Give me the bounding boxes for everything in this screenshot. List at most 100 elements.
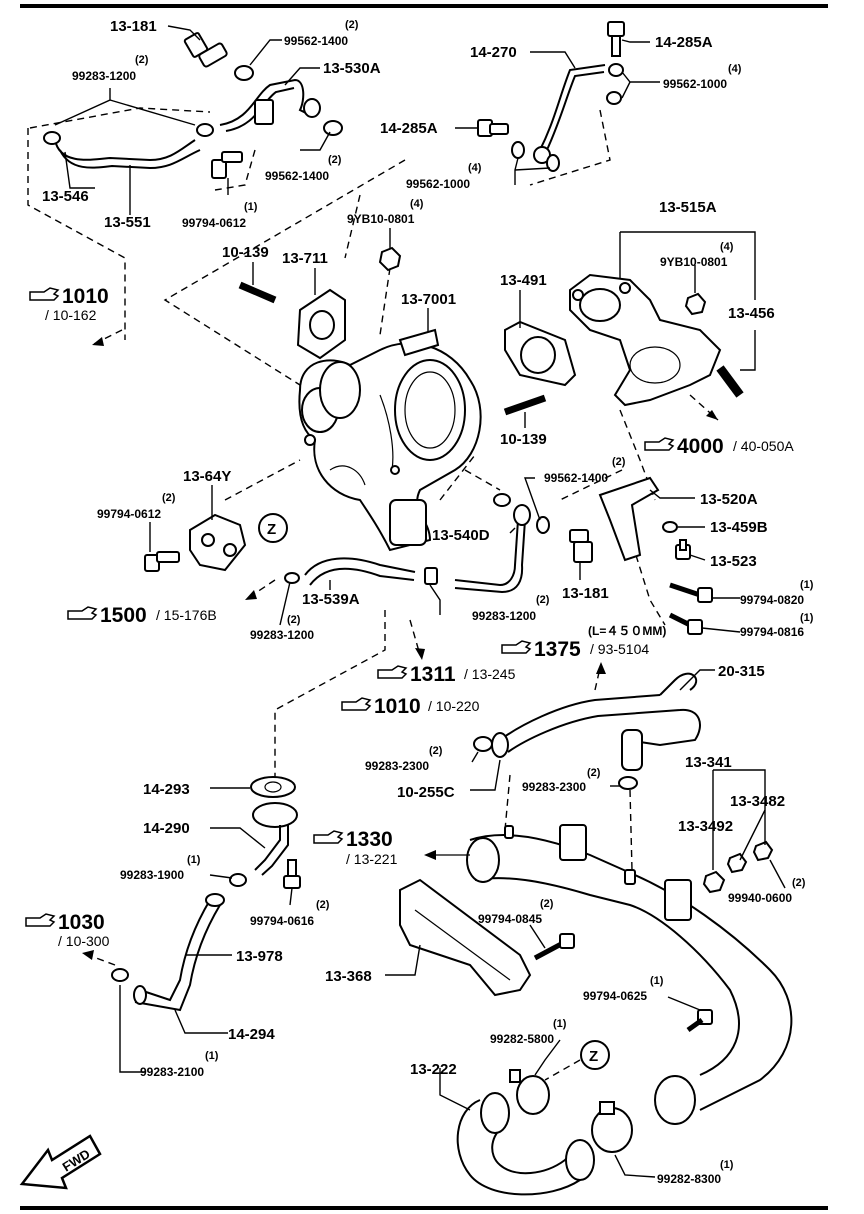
- qty-99283-1200-top: (2): [135, 54, 149, 66]
- label-99562-1000-mid: 99562-1000: [406, 177, 470, 191]
- ref-1010-top-num: 1010: [62, 285, 109, 308]
- label-99283-1200-left: 99283-1200: [250, 628, 314, 642]
- nut-9yb10-0801-left: [378, 246, 402, 272]
- ref-1030[interactable]: 1030 / 10-300: [25, 911, 110, 949]
- ref-1375-sub: / 93-5104: [590, 641, 649, 657]
- ref-1030-sub: / 10-300: [58, 933, 110, 949]
- bolt-13-181-top: [183, 32, 228, 68]
- zone-line-b: [544, 1059, 581, 1081]
- pointing-hand-icon: [313, 830, 344, 844]
- bolt-13-181-mid: [569, 529, 593, 563]
- ref-4000-sub: / 40-050A: [733, 438, 794, 454]
- label-14-290: 14-290: [143, 820, 190, 837]
- label-99282-8300: 99282-8300: [657, 1172, 721, 1186]
- ref-1010-mid[interactable]: 1010 / 10-220: [341, 695, 480, 718]
- label-99794-0820: 99794-0820: [740, 593, 804, 607]
- bolt-99794-0816: [668, 612, 703, 635]
- ref-4000[interactable]: 4000 / 40-050A: [644, 435, 794, 458]
- pointing-hand-icon: [377, 665, 408, 679]
- qty-99794-0820: (1): [800, 579, 814, 591]
- label-99794-0612-left: 99794-0612: [97, 507, 161, 521]
- washer-99562-1400-mid: [323, 120, 343, 136]
- label-13-515a: 13-515A: [659, 199, 717, 216]
- label-13-520a: 13-520A: [700, 491, 758, 508]
- label-14-294: 14-294: [228, 1026, 275, 1043]
- exhaust-elbow-13-515a: [569, 273, 722, 407]
- hose-13-222: [456, 1092, 595, 1196]
- ref-1375[interactable]: 1375 / 93-5104: [501, 638, 649, 661]
- pipe-13-540d: [454, 504, 531, 594]
- washer-13-459b: [662, 521, 678, 533]
- stud-13-456: [716, 365, 744, 398]
- label-13-368: 13-368: [325, 968, 372, 985]
- qty-99562-1400-top: (2): [345, 19, 359, 31]
- label-13-456: 13-456: [728, 305, 775, 322]
- ref-1500-sub: / 15-176B: [156, 607, 217, 623]
- label-99562-1400-top: 99562-1400: [284, 34, 348, 48]
- label-99562-1400-right: 99562-1400: [544, 471, 608, 485]
- label-99794-0625: 99794-0625: [583, 989, 647, 1003]
- qty-9yb10-0801-right: (4): [720, 241, 734, 253]
- qty-99283-2300-left: (2): [429, 745, 443, 757]
- label-13-459b: 13-459B: [710, 519, 768, 536]
- qty-9yb10-0801-left: (4): [410, 198, 424, 210]
- label-99562-1400-mid: 99562-1400: [265, 169, 329, 183]
- bolt-99794-0612-left: [144, 551, 180, 572]
- label-99794-0845: 99794-0845: [478, 912, 542, 926]
- qty-99562-1000-mid: (4): [468, 162, 482, 174]
- bracket-13-7001: [398, 328, 440, 357]
- clamp-99282-5800: [509, 1069, 550, 1115]
- bracket-13-520a: [598, 476, 660, 562]
- qty-99562-1400-right: (2): [612, 456, 626, 468]
- ref-1311[interactable]: 1311 / 13-245: [377, 663, 516, 686]
- label-99283-1200-top: 99283-1200: [72, 69, 136, 83]
- ref-4000-num: 4000: [677, 435, 724, 458]
- pointing-hand-icon: [67, 606, 98, 620]
- intercooler-pipe-13-341: [466, 824, 793, 1125]
- gasket-14-293: [250, 776, 296, 798]
- zone-circle-b: [580, 1040, 610, 1070]
- ref-1311-num: 1311: [410, 663, 456, 686]
- washer-99562-1000-mid-b: [546, 154, 560, 172]
- banjo-bolt-end: [303, 98, 321, 118]
- ref-1010-top-sub: / 10-162: [45, 307, 97, 323]
- qty-99794-0816: (1): [800, 612, 814, 624]
- label-99283-1200-mid: 99283-1200: [472, 609, 536, 623]
- qty-99940-0600: (2): [792, 877, 806, 889]
- label-13-7001: 13-7001: [401, 291, 456, 308]
- ref-1500[interactable]: 1500 / 15-176B: [67, 604, 217, 627]
- clamp-99283-2100: [111, 968, 129, 982]
- ref-1330[interactable]: 1330 / 13-221: [313, 828, 398, 867]
- length-note: (L=４５０MM): [588, 624, 666, 638]
- nut-9yb10-0801-right: [684, 292, 707, 316]
- pointing-hand-icon: [341, 697, 372, 711]
- ref-1330-sub: / 13-221: [346, 851, 398, 867]
- nut-99940-0600: [752, 840, 774, 862]
- label-13-3482: 13-3482: [730, 793, 785, 810]
- gasket-13-491: [504, 320, 577, 387]
- qty-99794-0625: (1): [650, 975, 664, 987]
- label-14-285a-mid: 14-285A: [380, 120, 438, 137]
- qty-99283-1900: (1): [187, 854, 201, 866]
- ref-1010-top[interactable]: 1010 / 10-162: [29, 285, 109, 323]
- clamp-99283-1900: [229, 873, 247, 887]
- qty-99794-0612-left: (2): [162, 492, 176, 504]
- washer-99562-1000-top: [608, 63, 624, 77]
- ref-1030-num: 1030: [58, 911, 105, 934]
- qty-99283-2100: (1): [205, 1050, 219, 1062]
- washer-99562-1400-right-b: [536, 516, 550, 534]
- bracket-13-64y: [189, 513, 247, 572]
- washer-99562-1000-mid: [511, 141, 525, 159]
- label-99283-2300-left: 99283-2300: [365, 759, 429, 773]
- label-99794-0816: 99794-0816: [740, 625, 804, 639]
- clamp-99283-2300-left: [473, 736, 493, 752]
- zone-label-b: Z: [589, 1048, 598, 1065]
- label-13-3492: 13-3492: [678, 818, 733, 835]
- label-13-491: 13-491: [500, 272, 547, 289]
- label-13-181-top: 13-181: [110, 18, 157, 35]
- label-99794-0612-top: 99794-0612: [182, 216, 246, 230]
- label-99794-0616: 99794-0616: [250, 914, 314, 928]
- reference-arrows: [82, 329, 719, 966]
- water-pipe-13-530a: [219, 78, 311, 132]
- label-13-181-mid: 13-181: [562, 585, 609, 602]
